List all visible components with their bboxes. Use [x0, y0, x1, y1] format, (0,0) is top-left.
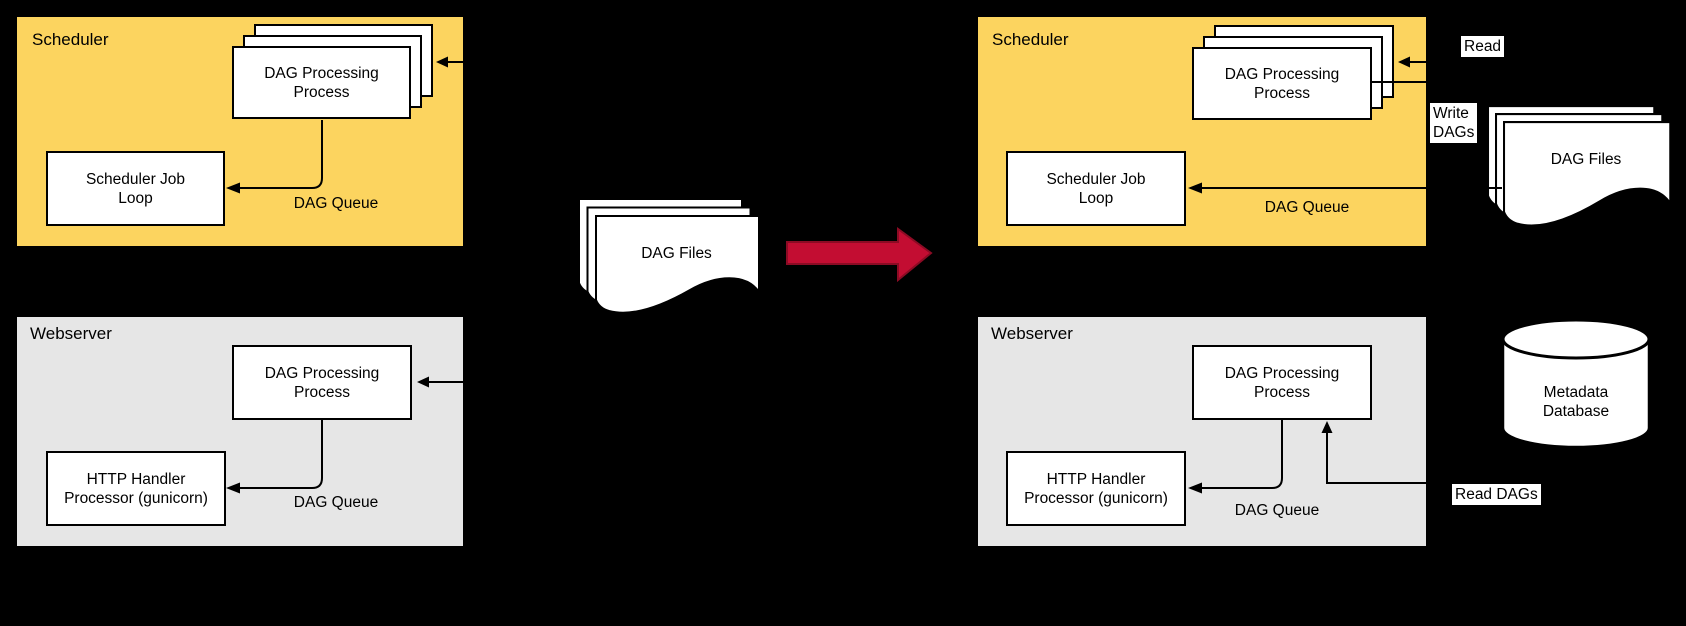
after-dag-files-label: DAG Files: [1550, 150, 1622, 168]
before-scheduler-job-loop-box: Scheduler Job Loop: [46, 151, 225, 226]
after-webserver-dag-queue-label: DAG Queue: [1234, 502, 1320, 519]
after-scheduler-title: Scheduler: [992, 30, 1069, 49]
after-scheduler-job-loop-box: Scheduler Job Loop: [1006, 151, 1186, 226]
after-scheduler-dag-queue-label: DAG Queue: [1264, 199, 1350, 216]
before-scheduler-title: Scheduler: [32, 30, 109, 49]
after-scheduler-dag-processing-process-box: DAG Processing Process: [1192, 47, 1372, 120]
after-webserver-dag-processing-process-box: DAG Processing Process: [1192, 345, 1372, 420]
before-webserver-dag-processing-process-box: DAG Processing Process: [232, 345, 412, 420]
read-tag: Read: [1461, 36, 1505, 57]
after-http-handler-processor-box: HTTP Handler Processor (gunicorn): [1006, 451, 1186, 526]
metadata-database-label: Metadata Database: [1542, 384, 1610, 420]
before-webserver-title: Webserver: [30, 324, 112, 343]
before-scheduler-dag-processing-process-box: DAG Processing Process: [232, 46, 411, 119]
before-http-handler-processor-box: HTTP Handler Processor (gunicorn): [46, 451, 226, 526]
after-dag-files-document-stack-icon: [1487, 105, 1672, 227]
before-dag-files-label: DAG Files: [641, 244, 712, 262]
before-scheduler-dag-queue-label: DAG Queue: [293, 195, 379, 212]
after-webserver-title: Webserver: [991, 324, 1073, 343]
before-dag-files-document-stack-icon: [578, 198, 760, 314]
read-dags-tag: Read DAGs: [1452, 484, 1541, 505]
transition-red-arrow-icon: [786, 227, 933, 283]
before-webserver-dag-queue-label: DAG Queue: [293, 494, 379, 511]
write-dags-tag: Write DAGs: [1430, 103, 1478, 143]
